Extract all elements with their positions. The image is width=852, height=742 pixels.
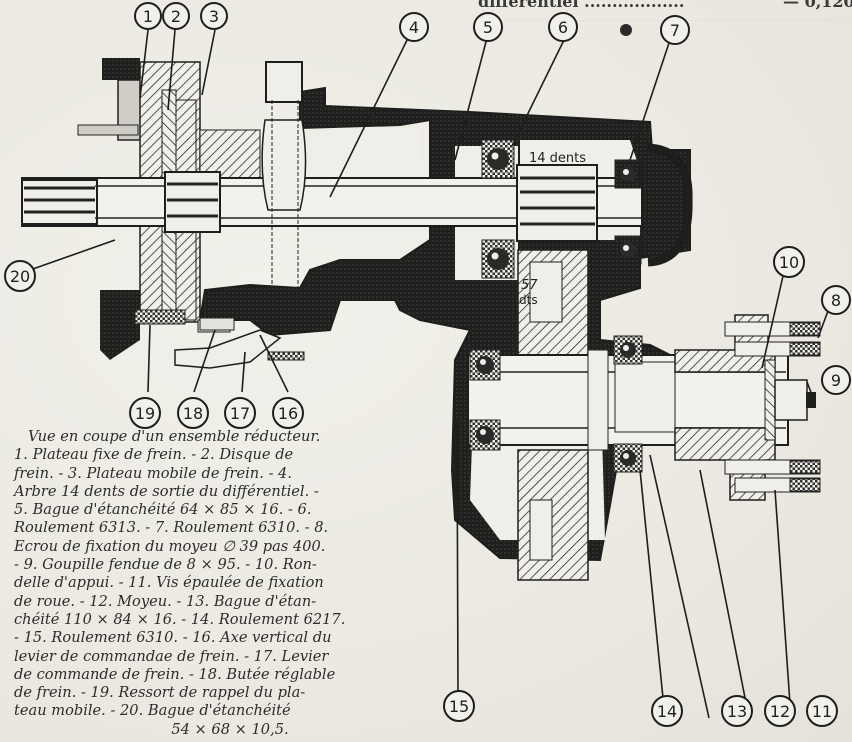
bleed-through-texture: [470, 20, 850, 81]
caption-line: delle d'appui. - 11. Vis épaulée de fixa…: [14, 574, 324, 592]
callout-14[interactable]: 14: [651, 695, 683, 727]
callout-7[interactable]: 7: [660, 15, 690, 45]
caption-line: - 9. Goupille fendue de 8 × 95. - 10. Ro…: [14, 556, 317, 574]
caption-line: 54 × 68 × 10,5.: [171, 720, 289, 738]
callout-16-text: 16: [278, 404, 298, 423]
caption-line: Arbre 14 dents de sortie du différentiel…: [14, 482, 319, 500]
wheel-studs: [724, 321, 821, 493]
figure-caption: Vue en coupe d'un ensemble réducteur. 1.…: [14, 428, 446, 739]
callout-8[interactable]: 8: [821, 285, 851, 315]
callout-19-text: 19: [135, 404, 155, 423]
callout-2-text: 2: [171, 7, 181, 26]
callout-labels: 1 2 3 4 5 6 7 8 9 10 11 12 13 14 15 16 1…: [4, 2, 851, 727]
gear-teeth-number: 57: [521, 278, 538, 293]
hub-nut: [774, 379, 816, 421]
bearing-6217: [613, 335, 643, 473]
callout-5-text: 5: [483, 18, 493, 37]
callout-9[interactable]: 9: [821, 365, 851, 395]
callout-12[interactable]: 12: [764, 695, 796, 727]
caption-line: frein. - 3. Plateau mobile de frein. - 4…: [14, 464, 292, 482]
callout-3[interactable]: 3: [200, 2, 228, 30]
callout-17-text: 17: [230, 404, 250, 423]
callout-3-text: 3: [209, 7, 219, 26]
callout-1-text: 1: [143, 7, 153, 26]
callout-18-text: 18: [183, 404, 203, 423]
callout-2[interactable]: 2: [162, 2, 190, 30]
caption-line: de commande de frein. - 18. Butée réglab…: [14, 665, 336, 683]
callout-20[interactable]: 20: [4, 260, 36, 292]
caption-line: Roulement 6313. - 7. Roulement 6310. - 8…: [14, 519, 329, 537]
callout-8-text: 8: [831, 291, 841, 310]
callout-6-text: 6: [558, 18, 568, 37]
brake-lever: [174, 317, 305, 369]
bearing-6310-upper: [614, 159, 642, 265]
callout-1[interactable]: 1: [134, 2, 162, 30]
callout-11[interactable]: 11: [806, 695, 838, 727]
top-text-fragment: différentiel .................. — 0,120: [478, 0, 852, 11]
caption-line: - 15. Roulement 6310. - 16. Axe vertical…: [14, 629, 332, 647]
caption-line: 5. Bague d'étanchéité 64 × 85 × 16. - 6.: [14, 501, 312, 519]
leader-lines: [29, 29, 833, 719]
ink-dot: [620, 24, 632, 36]
callout-10[interactable]: 10: [773, 246, 805, 278]
callout-12-text: 12: [770, 702, 790, 721]
caption-line: teau mobile. - 20. Bague d'étanchéité: [14, 702, 291, 720]
top-fragment-value: — 0,120: [783, 0, 852, 11]
callout-10-text: 10: [779, 253, 799, 272]
callout-13[interactable]: 13: [721, 695, 753, 727]
gear-teeth-unit: dts: [519, 293, 538, 307]
callout-6[interactable]: 6: [548, 12, 578, 42]
driven-gear-57-teeth: [517, 249, 589, 581]
brake-lever-axis: [261, 61, 307, 300]
caption-line: de frein. - 19. Ressort de rappel du pla…: [14, 684, 306, 702]
callout-13-text: 13: [727, 702, 747, 721]
callout-14-text: 14: [657, 702, 677, 721]
caption-line: levier de commandae de frein. - 17. Levi…: [14, 647, 329, 665]
callout-15[interactable]: 15: [443, 690, 475, 722]
bearing-6313: [481, 139, 515, 279]
pinion-teeth-label: 14 dents: [529, 151, 586, 166]
callout-17[interactable]: 17: [224, 397, 256, 429]
callout-4-text: 4: [409, 18, 419, 37]
callout-11-text: 11: [812, 702, 832, 721]
callout-7-text: 7: [670, 21, 680, 40]
callout-16[interactable]: 16: [272, 397, 304, 429]
callout-4[interactable]: 4: [399, 12, 429, 42]
bearing-6310-lower: [469, 349, 501, 451]
callout-20-text: 20: [10, 267, 30, 286]
caption-line: 1. Plateau fixe de frein. - 2. Disque de: [14, 446, 294, 464]
callout-9-text: 9: [831, 371, 841, 390]
output-shaft-14-teeth: [21, 164, 643, 242]
callout-18[interactable]: 18: [177, 397, 209, 429]
callout-19[interactable]: 19: [129, 397, 161, 429]
caption-line: chéité 110 × 84 × 16. - 14. Roulement 62…: [14, 610, 346, 628]
callout-5[interactable]: 5: [473, 12, 503, 42]
caption-line: Vue en coupe d'un ensemble réducteur.: [28, 428, 321, 445]
callout-15-text: 15: [449, 697, 469, 716]
top-fragment-text: différentiel ..................: [478, 0, 685, 11]
caption-line: de roue. - 12. Moyeu. - 13. Bague d'étan…: [14, 592, 317, 610]
caption-line: Ecrou de fixation du moyeu ∅ 39 pas 400.: [14, 537, 326, 555]
